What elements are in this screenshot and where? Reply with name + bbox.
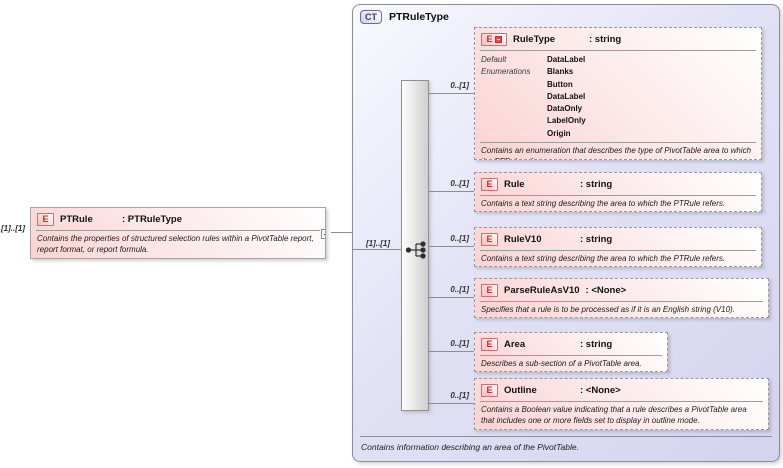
- enumeration-value: Blanks: [547, 67, 574, 77]
- element-box-rulev10[interactable]: E RuleV10 : string Contains a text strin…: [474, 227, 762, 267]
- element-type: : string: [580, 179, 613, 190]
- element-type: : string: [580, 339, 613, 350]
- element-box-outline[interactable]: E Outline : <None> Contains a Boolean va…: [474, 378, 769, 430]
- element-header: E RuleType : string: [475, 28, 761, 50]
- connector-rule: [429, 191, 474, 192]
- element-annotation: Specifies that a rule is to be processed…: [481, 305, 735, 314]
- element-header: E Rule : string: [475, 173, 761, 195]
- cardinality-label-rule: 0..[1]: [450, 179, 469, 188]
- element-name: Outline: [504, 385, 537, 396]
- element-icon: E: [37, 213, 54, 226]
- facets-section: Default Enumerations DataLabel Blanks Bu…: [475, 51, 761, 142]
- element-annotation: Contains the properties of structured se…: [37, 234, 314, 254]
- divider: [480, 50, 756, 51]
- element-box-area[interactable]: E Area : string Describes a sub-section …: [474, 332, 668, 372]
- connector-area: [429, 351, 474, 352]
- enumeration-value: DataOnly: [547, 104, 583, 114]
- element-type: : <None>: [580, 385, 621, 396]
- element-header: E ParseRuleAsV10 : <None>: [475, 279, 768, 301]
- element-name: Area: [504, 339, 526, 350]
- cardinality-label-outline: 0..[1]: [450, 391, 469, 400]
- complextype-title: PTRuleType: [389, 11, 449, 23]
- element-header: E Area : string: [475, 333, 667, 355]
- element-name: PTRule: [60, 214, 93, 225]
- element-icon: E: [481, 178, 498, 191]
- element-name: Rule: [504, 179, 525, 190]
- enumeration-value: Origin: [547, 128, 571, 138]
- divider: [480, 355, 662, 356]
- element-box-ruletype[interactable]: E RuleType : string Default Enumerations…: [474, 27, 762, 160]
- complextype-badge-icon: CT: [360, 10, 382, 24]
- element-icon: E: [481, 384, 498, 397]
- cardinality-label-ruletype: 0..[1]: [450, 81, 469, 90]
- element-box-ptrule[interactable]: E PTRule : PTRuleType Contains the prope…: [30, 207, 326, 259]
- cardinality-label-parseruleasv10: 0..[1]: [450, 285, 469, 294]
- cardinality-label-area: 0..[1]: [450, 339, 469, 348]
- sequence-cardinality-label: [1]..[1]: [366, 239, 390, 248]
- divider: [480, 142, 756, 144]
- element-annotation: Contains a Boolean value indicating that…: [481, 405, 747, 425]
- collapse-toggle-icon[interactable]: [321, 229, 325, 239]
- enumeration-badge-icon: [494, 36, 502, 43]
- element-header: E RuleV10 : string: [475, 228, 761, 250]
- facet-default-label: Default: [481, 55, 507, 64]
- enumeration-value: LabelOnly: [547, 116, 586, 126]
- enumeration-value: DataLabel: [547, 91, 586, 101]
- element-icon: E: [481, 284, 498, 297]
- element-letter: E: [486, 34, 493, 44]
- divider: [480, 195, 756, 196]
- element-annotation: Contains a text string describing the ar…: [481, 199, 726, 208]
- element-name: ParseRuleAsV10: [504, 285, 580, 296]
- element-type: : PTRuleType: [122, 214, 182, 225]
- element-type: : string: [589, 34, 622, 45]
- element-name: RuleV10: [504, 234, 542, 245]
- enumeration-value: Button: [547, 79, 573, 89]
- connector-sequence: [353, 249, 401, 250]
- element-type: : string: [580, 234, 613, 245]
- element-type: : <None>: [585, 285, 627, 296]
- cardinality-label-rulev10: 0..[1]: [450, 234, 469, 243]
- element-enumeration-icon: E: [481, 33, 507, 46]
- facet-default-value: DataLabel: [547, 55, 586, 64]
- element-annotation: Contains a text string describing the ar…: [481, 254, 726, 263]
- connector-ruletype: [429, 93, 474, 94]
- element-annotation: Describes a sub-section of a PivotTable …: [481, 359, 642, 368]
- divider: [480, 301, 763, 302]
- facet-enumerations-label: Enumerations: [481, 67, 531, 77]
- divider: [36, 230, 320, 231]
- root-cardinality-label: [1]..[1]: [1, 224, 25, 233]
- element-icon: E: [481, 338, 498, 351]
- connector-outline: [429, 403, 474, 404]
- complextype-annotation: Contains information describing an area …: [361, 442, 579, 452]
- sequence-icon[interactable]: [405, 241, 429, 259]
- element-annotation: Contains an enumeration that describes t…: [481, 146, 752, 159]
- connector-parseruleasv10: [429, 297, 474, 298]
- connector-rulev10: [429, 246, 474, 247]
- element-box-rule[interactable]: E Rule : string Contains a text string d…: [474, 172, 762, 212]
- divider: [360, 436, 772, 437]
- element-header: E Outline : <None>: [475, 379, 768, 401]
- element-icon: E: [481, 233, 498, 246]
- element-name: RuleType: [513, 34, 556, 45]
- divider: [480, 250, 756, 251]
- connector-root: [331, 232, 352, 233]
- element-header: E PTRule : PTRuleType: [31, 208, 325, 230]
- divider: [480, 401, 763, 402]
- complextype-header: CT PTRuleType: [360, 10, 449, 24]
- element-box-parseruleasv10[interactable]: E ParseRuleAsV10 : <None> Specifies that…: [474, 278, 769, 318]
